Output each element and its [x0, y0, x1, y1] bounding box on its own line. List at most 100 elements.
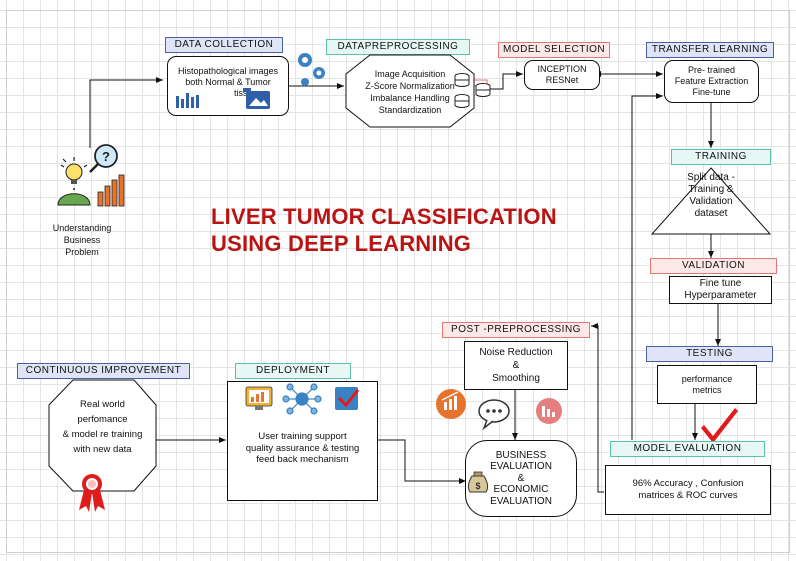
- training-triangle: [650, 167, 772, 235]
- deployment-label: DEPLOYMENT: [235, 363, 351, 379]
- validation-box: Fine tune Hyperparameter: [669, 276, 772, 304]
- model-selection-line1: INCEPTION: [537, 64, 587, 74]
- testing-label: TESTING: [646, 346, 773, 362]
- preprocessing-line2: Z-Score Normalization: [365, 81, 455, 91]
- deployment-line2: quality assurance & testing: [245, 442, 360, 454]
- model-evaluation-line1: 96% Accuracy , Confusion: [632, 478, 744, 489]
- post-processing-box: Noise Reduction & Smoothing: [464, 341, 568, 390]
- validation-line2: Hyperparameter: [684, 290, 757, 301]
- model-evaluation-label: MODEL EVALUATION: [610, 441, 765, 457]
- title-line2: USING DEEP LEARNING: [211, 231, 472, 256]
- monitor-chart-icon: [245, 386, 273, 410]
- post-processing-line2: &: [512, 360, 520, 371]
- arrow-understanding-to-collection: [89, 77, 163, 148]
- continuous-line2: perfomance: [77, 414, 128, 425]
- checkmark-icon: [701, 408, 738, 443]
- post-processing-label: POST -PREPROCESSING: [442, 322, 590, 338]
- business-eval-line1: BUSINESS: [495, 449, 547, 461]
- checkbox-icon: [335, 387, 360, 410]
- continuous-improvement-text: Real world perfomance & model re trainin…: [49, 397, 156, 457]
- continuous-line3: & model re training: [62, 429, 143, 440]
- model-evaluation-box: 96% Accuracy , Confusion matrices & ROC …: [605, 465, 771, 515]
- database-icon-2: [454, 94, 470, 108]
- network-hub-icon: [282, 383, 322, 415]
- validation-line1: Fine tune: [699, 278, 742, 289]
- title-line1: LIVER TUMOR CLASSIFICATION: [211, 204, 557, 229]
- data-preprocessing-text: Image Acquisition Z-Score Normalization …: [346, 68, 474, 116]
- database-icon: [454, 73, 470, 87]
- growth-chart-icon: [436, 389, 466, 419]
- business-eval-line3: &: [517, 472, 525, 484]
- image-gallery-icon: [243, 88, 270, 109]
- testing-box: performance metrics: [657, 365, 757, 404]
- decline-chart-icon: [536, 398, 562, 424]
- arrow-deployment-to-business: [378, 439, 466, 484]
- arrow-evaluation-feedback-loop: [631, 93, 663, 440]
- chat-bubble-icon: [478, 399, 510, 431]
- database-icon-3: [475, 83, 491, 97]
- continuous-improvement-octagon: [48, 379, 157, 492]
- continuous-line1: Real world: [80, 399, 125, 410]
- model-evaluation-line2: matrices & ROC curves: [638, 490, 738, 501]
- preprocessing-line3: Imbalance Handling: [370, 93, 450, 103]
- transfer-learning-line2: Feature Extraction: [674, 76, 749, 86]
- transfer-learning-line3: Fine-tune: [692, 87, 731, 97]
- business-eval-line2: EVALUATION: [490, 461, 552, 473]
- training-text: Split data - Training & Validation datas…: [672, 172, 750, 220]
- gears-icon: [298, 53, 325, 86]
- training-line2: Training &: [688, 184, 734, 195]
- business-eval-line4: ECONOMIC: [493, 484, 549, 496]
- money-bag-icon: $: [467, 471, 489, 493]
- data-collection-line1: Histopathological images: [177, 66, 279, 76]
- arrow-evaluation-to-postprocessing: [591, 323, 604, 493]
- continuous-line4: with new data: [73, 444, 132, 455]
- model-selection-label: MODEL SELECTION: [498, 42, 610, 58]
- svg-text:?: ?: [102, 149, 110, 164]
- understanding-line3: Problem: [65, 247, 99, 257]
- training-label: TRAINING: [671, 149, 771, 165]
- understanding-text: Understanding Business Problem: [42, 222, 122, 258]
- business-eval-line5: EVALUATION: [490, 495, 552, 507]
- post-processing-line1: Noise Reduction: [479, 347, 553, 358]
- data-preprocessing-octagon: [345, 54, 475, 128]
- training-line1: Split data -: [687, 172, 735, 183]
- training-line4: dataset: [694, 208, 728, 219]
- transfer-learning-label: TRANSFER LEARNING: [646, 42, 774, 58]
- understanding-line1: Understanding: [52, 223, 112, 233]
- model-selection-box: INCEPTION RESNet: [524, 60, 600, 90]
- arrow-db-to-model-selection: [490, 71, 523, 90]
- data-collection-label: DATA COLLECTION: [165, 37, 283, 53]
- svg-text:$: $: [475, 481, 480, 491]
- continuous-improvement-label: CONTINUOUS IMPROVEMENT: [17, 363, 190, 379]
- diagram-title: LIVER TUMOR CLASSIFICATION USING DEEP LE…: [211, 203, 557, 257]
- deployment-line3: feed back mechanism: [256, 454, 349, 465]
- preprocessing-line4: Standardization: [378, 105, 442, 115]
- post-processing-line3: Smoothing: [492, 373, 540, 384]
- data-collection-line2: both Normal & Tumor: [185, 77, 271, 87]
- model-selection-line2: RESNet: [545, 75, 579, 85]
- preprocessing-line1: Image Acquisition: [374, 69, 446, 79]
- testing-line1: performance: [681, 373, 733, 384]
- business-analysis-icon: ?: [57, 144, 125, 207]
- bar-chart-icon: [176, 93, 199, 108]
- testing-line2: metrics: [692, 384, 722, 395]
- validation-label: VALIDATION: [650, 258, 777, 274]
- transfer-learning-line1: Pre- trained: [687, 65, 736, 75]
- training-line3: Validation: [689, 196, 733, 207]
- deployment-line1: User training support: [258, 431, 347, 442]
- transfer-learning-box: Pre- trained Feature Extraction Fine-tun…: [664, 60, 759, 103]
- understanding-line2: Business: [63, 235, 101, 245]
- award-ribbon-icon: [79, 474, 105, 512]
